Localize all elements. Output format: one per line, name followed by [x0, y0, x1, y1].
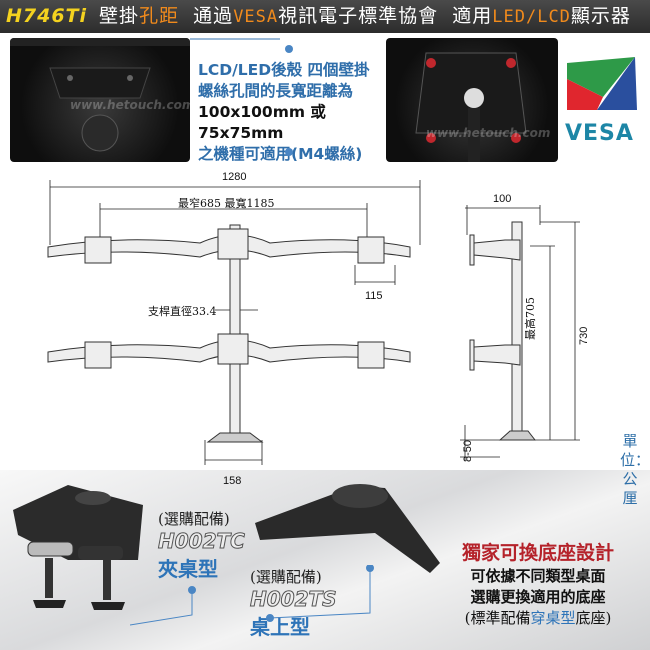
feature-highlight: 穿桌型 [530, 609, 576, 627]
desc-line: 100x100mm 或 75x75mm [198, 103, 326, 142]
desc-line: 螺絲孔間的長寬距離為 [198, 82, 354, 100]
dim-depth: 100 [493, 193, 512, 205]
option-label: (選購配備) [158, 510, 230, 528]
dim-plate: 115 [365, 290, 383, 302]
desc-line: 之機種可適用(M4螺絲) [198, 145, 363, 163]
option-type: 桌上型 [250, 615, 310, 639]
dim-height: 730 [578, 326, 590, 345]
feature-line: 可依據不同類型桌面 [470, 567, 606, 585]
dim-pole-diameter: 支桿直徑33.4 [148, 305, 217, 318]
dim-max-height: 最高705 [524, 297, 537, 340]
desk-clamp-image [13, 485, 143, 610]
title-bar: H746Ti 壁掛孔距 通過VESA視訊電子標準協會 適用LED/LCD顯示器 [0, 0, 650, 33]
unit-label: 單位：公厘 [620, 432, 650, 507]
watermark: www.hetouch.com [70, 98, 190, 112]
title-text: 視訊電子標準協會 [278, 5, 439, 27]
model-number: H746Ti [6, 5, 88, 27]
option-clamp: (選購配備) H002TC 夾桌型 [158, 508, 268, 582]
option-desktop: (選購配備) H002TS 桌上型 [250, 566, 360, 640]
watermark: www.hetouch.com [426, 126, 551, 140]
dim-clamp-range: 8-50 [462, 439, 474, 462]
vesa-logo-mark [567, 57, 637, 110]
title-text: 適用 [452, 5, 493, 27]
feature-line: (標準配備穿桌型底座) [438, 607, 638, 628]
feature-block: 獨家可換底座設計 可依據不同類型桌面 選購更換適用的底座 (標準配備穿桌型底座) [438, 538, 648, 628]
vesa-description: LCD/LED後殼 四個壁掛 螺絲孔間的長寬距離為 100x100mm 或 75… [198, 60, 388, 165]
callout-dot [285, 45, 293, 53]
mount-photo-rear: www.hetouch.com [10, 38, 190, 162]
dim-total-width: 1280 [222, 171, 247, 183]
title-text: 顯示器 [570, 5, 631, 27]
option-code: H002TS [250, 587, 338, 612]
callout-lines [130, 565, 374, 626]
title-text: 通過 [193, 5, 234, 27]
feature-text: 底座) [575, 609, 612, 627]
vesa-logo: VESA [565, 55, 640, 150]
title-text: 壁掛 [99, 5, 140, 27]
option-label: (選購配備) [250, 568, 322, 586]
front-view-drawing [47, 180, 421, 465]
title-highlight: LED/LCD [492, 7, 571, 27]
option-code: H002TC [158, 529, 246, 554]
side-view-drawing [460, 205, 580, 460]
desc-line: LCD/LED後殼 四個壁掛 [198, 61, 370, 79]
dim-base: 158 [223, 475, 242, 487]
feature-text: (標準配備 [464, 609, 531, 627]
callout-dot [285, 148, 293, 156]
vesa-plate-illustration [10, 38, 190, 152]
vesa-logo-text: VESA [565, 121, 634, 146]
vesa-plate-illustration [415, 52, 527, 162]
option-type: 夾桌型 [158, 557, 218, 581]
feature-title: 獨家可換底座設計 [461, 542, 614, 564]
dim-arm-span: 最窄685 最寬1185 [178, 197, 275, 210]
title-highlight: VESA [233, 7, 279, 27]
feature-line: 選購更換適用的底座 [470, 588, 606, 606]
title-highlight: 孔距 [139, 5, 180, 27]
callout-line [190, 38, 280, 40]
desktop-base-image [255, 484, 440, 573]
mount-photo-side: www.hetouch.com [386, 38, 558, 162]
